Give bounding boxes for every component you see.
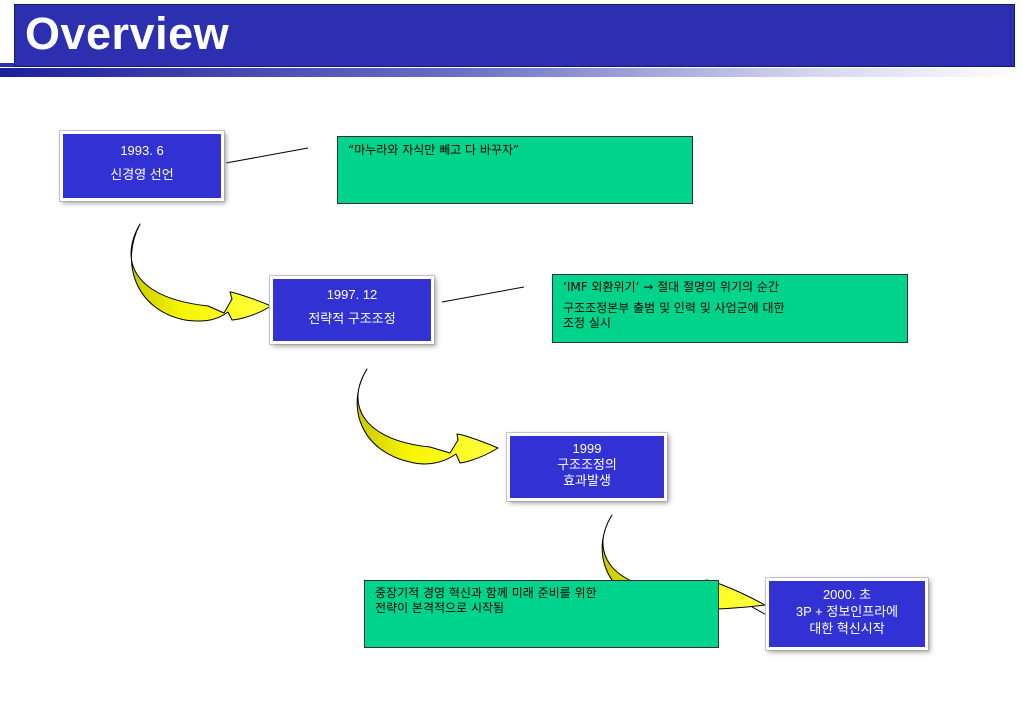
step-date: 1993. 6 (120, 143, 164, 158)
accent-bar (0, 63, 14, 67)
page-title: Overview (25, 8, 230, 59)
note-text: 중장기적 경영 혁신과 함께 미래 준비를 위한 (375, 586, 597, 600)
step-label: 3P + 정보인프라에 (795, 604, 899, 619)
note-text: 구조조정본부 출범 및 인력 및 사업군에 대한 (563, 301, 785, 315)
note-box-imf: ‘IMF 외환위기’ → 절대 절명의 위기의 순간 구조조정본부 출범 및 인… (552, 274, 908, 343)
curved-arrow-1 (130, 223, 272, 322)
title-banner: Overview (14, 4, 1015, 67)
title-gradient-stripe (0, 68, 1023, 77)
step-date: 1997. 12 (326, 287, 378, 302)
curved-arrow-2 (356, 368, 499, 465)
connector-line-2 (441, 286, 525, 303)
note-text: ‘IMF 외환위기’ → 절대 절명의 위기의 순간 (563, 280, 779, 294)
note-box-slogan: “마누라와 자식만 빼고 다 바꾸자” (337, 136, 693, 204)
step-label: 대한 혁신시작 (809, 621, 885, 636)
step-label: 신경영 선언 (110, 167, 174, 182)
note-text: 전략이 본격적으로 시작됨 (375, 601, 505, 615)
step-label: 효과발생 (563, 473, 611, 488)
timeline-step-1999: 1999 구조조정의 효과발생 (507, 433, 667, 501)
note-box-strategy: 중장기적 경영 혁신과 함께 미래 준비를 위한 전략이 본격적으로 시작됨 (364, 580, 719, 648)
step-label: 구조조정의 (557, 457, 617, 472)
note-text: 조정 실시 (563, 316, 611, 330)
step-date: 2000. 초 (822, 587, 872, 602)
step-label: 전략적 구조조정 (308, 311, 396, 326)
step-date: 1999 (572, 441, 602, 456)
connector-line-1 (225, 147, 309, 164)
timeline-step-1997: 1997. 12 전략적 구조조정 (270, 276, 434, 344)
timeline-step-2000: 2000. 초 3P + 정보인프라에 대한 혁신시작 (766, 578, 928, 650)
note-text: “마누라와 자식만 빼고 다 바꾸자” (348, 143, 520, 157)
timeline-step-1993: 1993. 6 신경영 선언 (60, 131, 224, 201)
